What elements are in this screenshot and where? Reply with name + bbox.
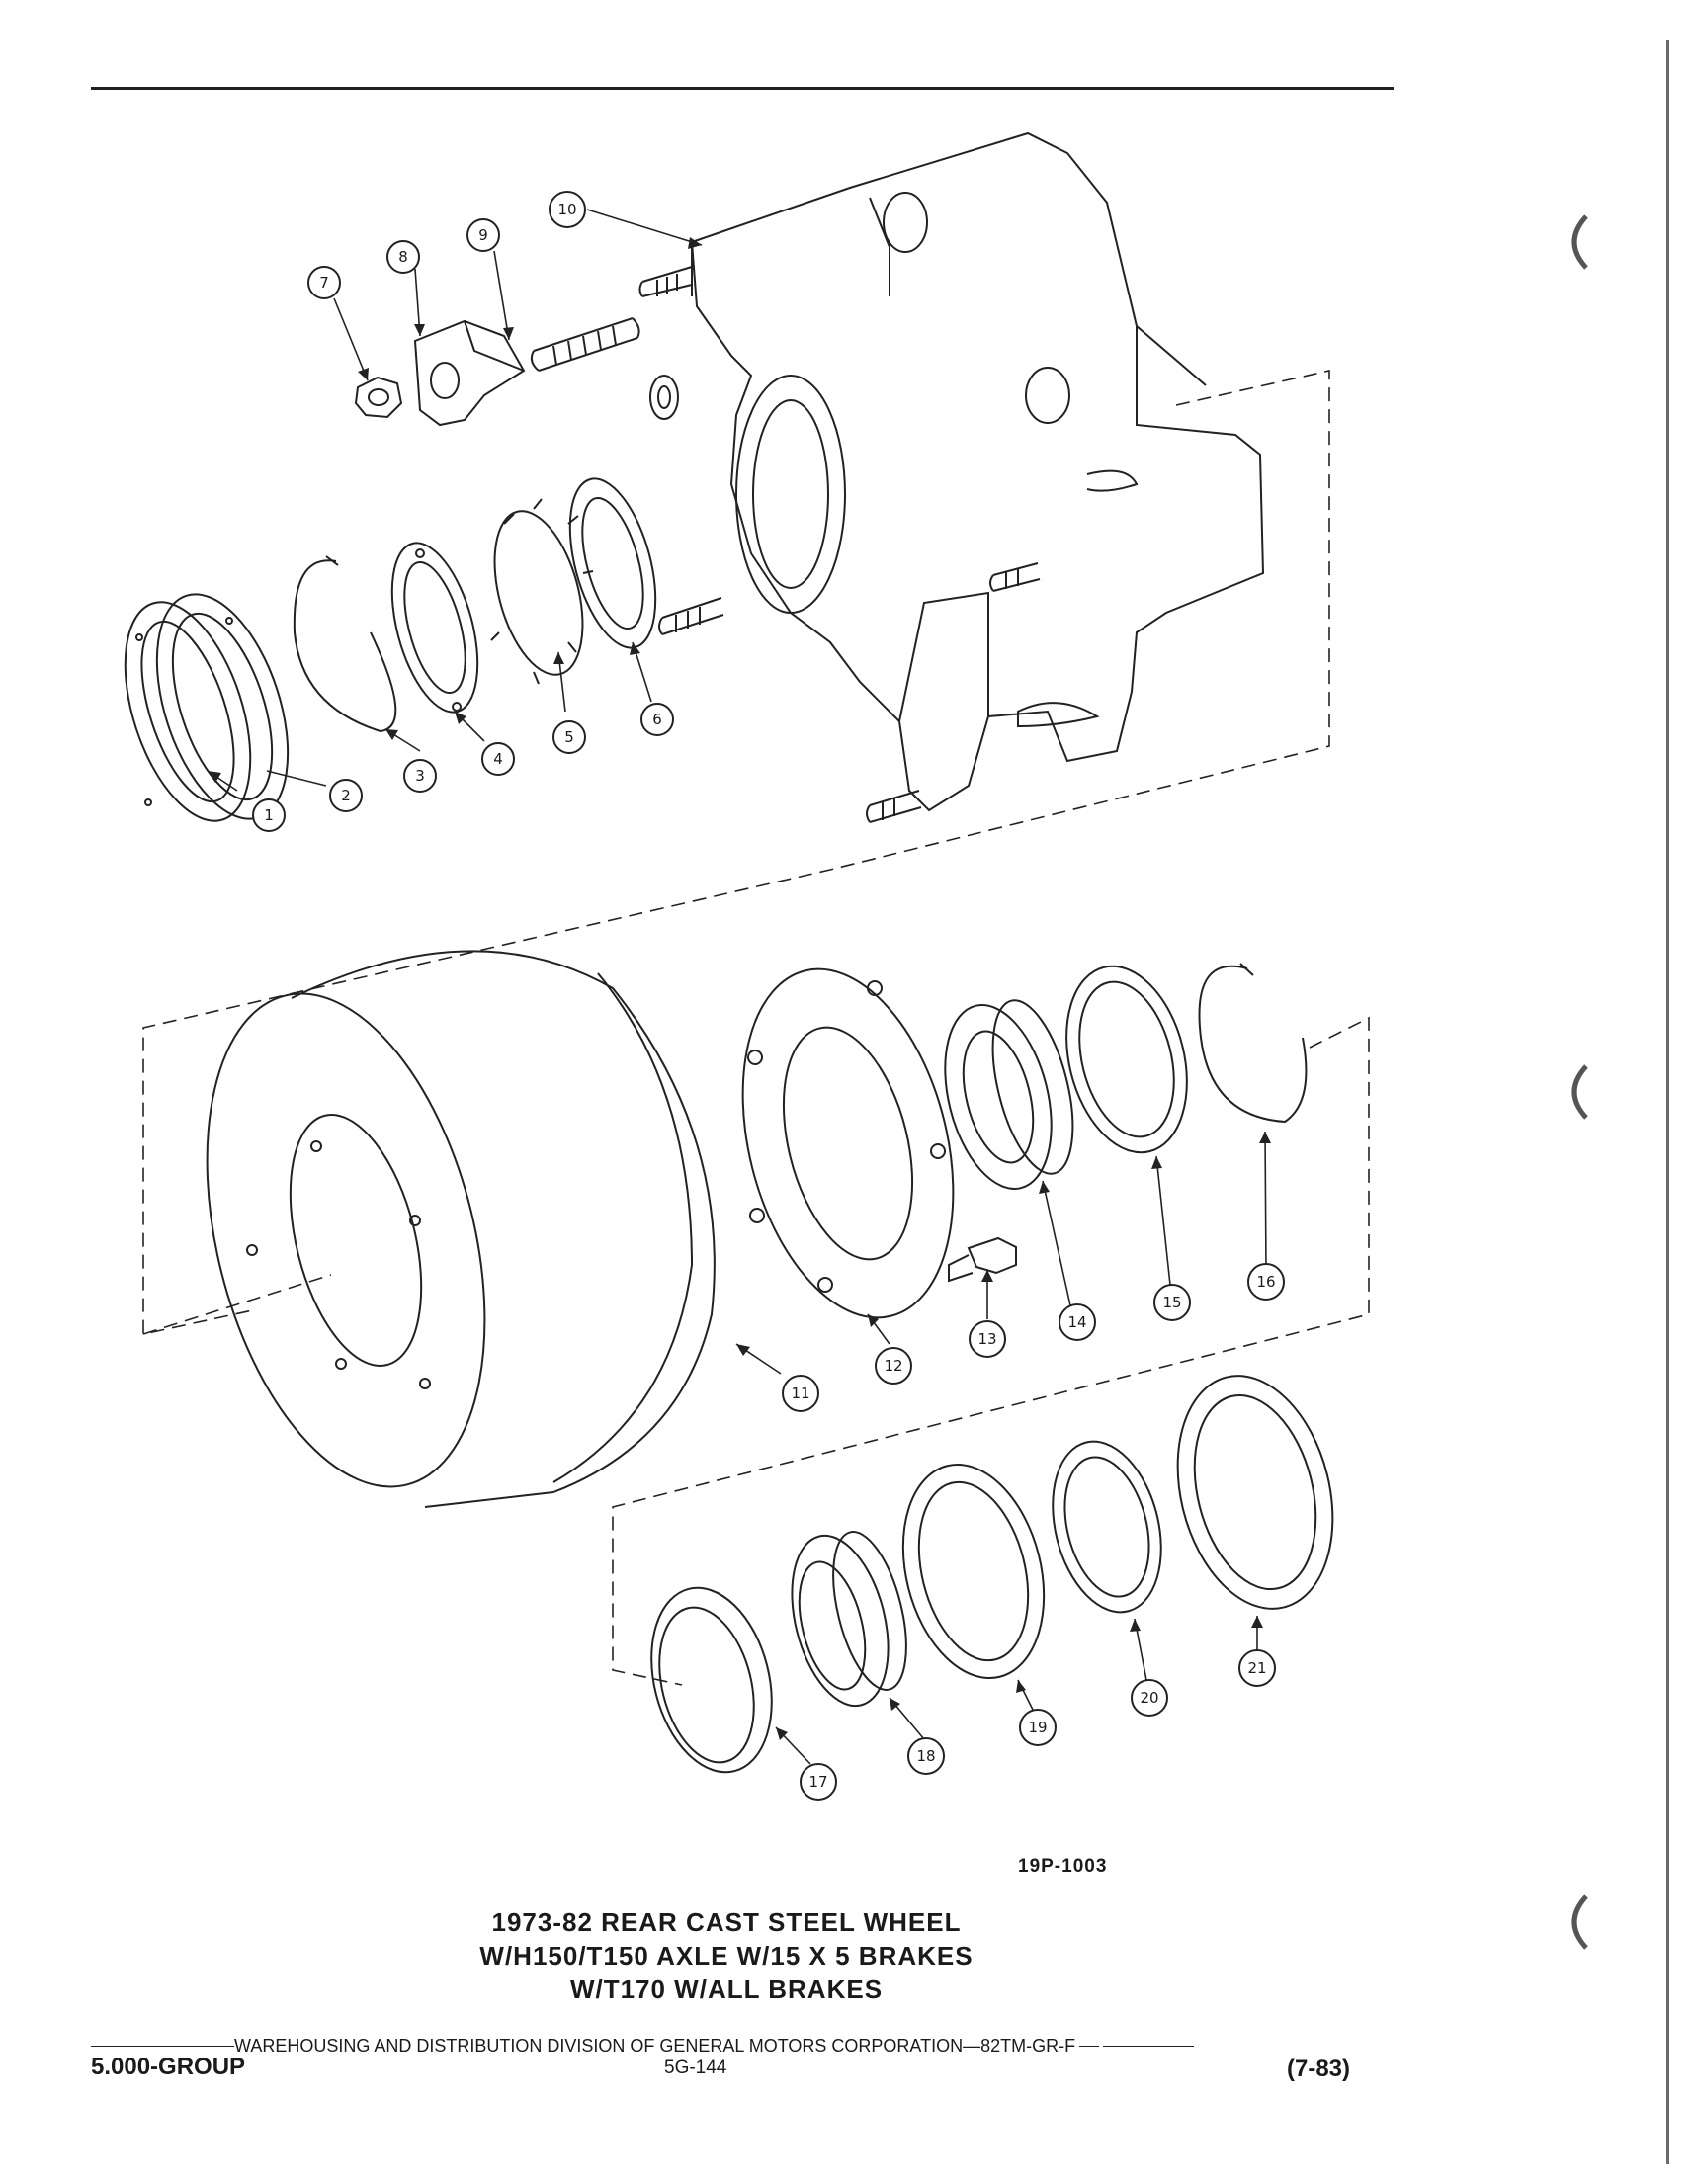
binder-hole-mark <box>1571 214 1588 270</box>
binder-hole-mark <box>1571 1064 1588 1120</box>
lock-washer <box>490 498 594 685</box>
footer-division-text: WAREHOUSING AND DISTRIBUTION DIVISION OF… <box>234 2036 1076 2056</box>
callout-label: 7 <box>319 274 329 292</box>
callout-label: 3 <box>415 767 425 785</box>
callout-17: 17 <box>800 1763 837 1801</box>
callout-label: 12 <box>884 1357 902 1375</box>
bearing-cup <box>650 1586 773 1774</box>
nut <box>354 376 403 419</box>
callout-label: 5 <box>564 728 574 746</box>
page-number: 5G-144 <box>664 2058 727 2078</box>
wedge-clamp <box>413 319 526 427</box>
revision-date: (7-83) <box>1287 2056 1351 2082</box>
callout-label: 14 <box>1067 1313 1086 1331</box>
callout-label: 8 <box>398 248 408 266</box>
figure-caption: 1973-82 REAR CAST STEEL WHEEL W/H150/T15… <box>297 1905 1156 2006</box>
callout-18: 18 <box>907 1737 945 1775</box>
caption-line: W/T170 W/ALL BRAKES <box>569 1974 884 2004</box>
bearing-cone <box>944 999 1074 1190</box>
spindle-housing <box>690 131 1265 812</box>
callout-label: 4 <box>493 750 503 768</box>
callout-label: 13 <box>977 1330 996 1348</box>
assembly-guide-lines <box>142 369 1370 1686</box>
callout-16: 16 <box>1247 1263 1285 1301</box>
wheel-stud <box>638 266 693 297</box>
dust-shield <box>1176 1375 1334 1610</box>
callout-19: 19 <box>1019 1709 1057 1746</box>
callout-label: 1 <box>264 806 274 824</box>
leader-arrowheads <box>208 237 1271 1740</box>
group-label: 5.000-GROUP <box>91 2054 246 2080</box>
callout-label: 19 <box>1028 1719 1047 1736</box>
caption-line: 1973-82 REAR CAST STEEL WHEEL <box>491 1907 962 1937</box>
bearing-cone <box>791 1531 907 1708</box>
bearing-cup <box>1065 965 1188 1154</box>
callout-11: 11 <box>782 1375 819 1412</box>
callout-9: 9 <box>466 218 500 252</box>
callout-label: 15 <box>1162 1294 1181 1311</box>
callout-20: 20 <box>1131 1679 1168 1717</box>
threaded-stud <box>530 317 640 372</box>
footer-rule <box>1079 2046 1100 2047</box>
callout-7: 7 <box>307 266 341 299</box>
oil-seal <box>901 1464 1046 1679</box>
brake-drum <box>206 950 716 1508</box>
hub-cap-gasket <box>124 601 252 822</box>
hub-gasket <box>741 967 955 1319</box>
adjusting-nut <box>390 542 479 714</box>
caption-line: W/H150/T150 AXLE W/15 X 5 BRAKES <box>479 1941 974 1971</box>
callout-13: 13 <box>969 1320 1006 1358</box>
bolt <box>948 1236 1017 1283</box>
callout-15: 15 <box>1153 1284 1191 1321</box>
callout-label: 20 <box>1140 1689 1158 1707</box>
callout-label: 11 <box>791 1385 809 1402</box>
leader-lines <box>207 209 1267 1765</box>
callout-8: 8 <box>386 240 420 274</box>
callout-label: 10 <box>557 201 576 218</box>
jam-nut <box>568 477 657 649</box>
callout-label: 17 <box>808 1773 827 1791</box>
callout-1: 1 <box>252 798 286 832</box>
footer-rule <box>1103 2046 1195 2047</box>
callout-label: 2 <box>341 787 351 804</box>
figure-number: 19P-1003 <box>1018 1856 1108 1877</box>
callout-4: 4 <box>481 742 515 776</box>
footer-rule <box>91 2046 234 2047</box>
callout-14: 14 <box>1059 1303 1096 1341</box>
callout-21: 21 <box>1238 1649 1276 1687</box>
callout-2: 2 <box>329 779 363 812</box>
binder-hole-mark <box>1571 1894 1588 1950</box>
wheel-stud <box>989 562 1041 592</box>
callout-label: 6 <box>652 711 662 728</box>
wheel-stud <box>866 790 922 823</box>
seal-ring <box>1052 1440 1162 1614</box>
callout-label: 9 <box>478 226 488 244</box>
snap-ring <box>293 555 397 733</box>
callout-3: 3 <box>403 759 437 793</box>
retaining-ring <box>1198 963 1308 1124</box>
callout-6: 6 <box>640 703 674 736</box>
wheel-stud <box>658 597 724 635</box>
callout-5: 5 <box>552 720 586 754</box>
footer-division-line: WAREHOUSING AND DISTRIBUTION DIVISION OF… <box>91 2036 1366 2057</box>
page-edge <box>1666 40 1669 2164</box>
callout-label: 16 <box>1256 1273 1275 1291</box>
callout-12: 12 <box>875 1347 912 1385</box>
header-rule <box>91 87 1394 90</box>
callout-10: 10 <box>549 191 586 228</box>
washer <box>649 375 679 420</box>
exploded-parts-diagram: 1 2 3 4 5 6 7 8 9 10 11 12 13 14 15 16 1… <box>124 131 1370 1801</box>
callout-label: 18 <box>916 1747 935 1765</box>
callout-label: 21 <box>1247 1659 1266 1677</box>
